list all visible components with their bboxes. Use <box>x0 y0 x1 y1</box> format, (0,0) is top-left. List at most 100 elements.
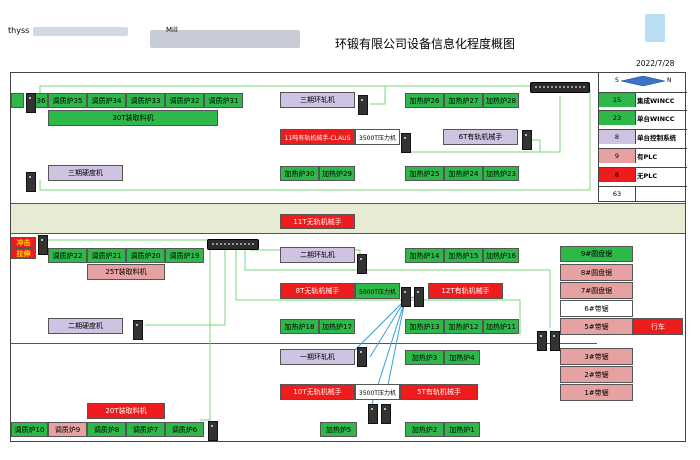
temper-32: 调质炉32 <box>165 93 204 108</box>
heat-28: 加热炉28 <box>483 93 519 108</box>
switch-press-upper <box>401 133 411 153</box>
legend-label: 单台控制系统 <box>637 134 676 142</box>
legend-swatch: 9 <box>599 149 636 163</box>
legend-swatch: 15 <box>599 93 636 107</box>
temper-35: 调质炉35 <box>48 93 87 108</box>
legend-swatch: 8 <box>599 130 636 144</box>
legend-row: 15 集成WINCC <box>599 92 687 107</box>
temper-21: 调质炉21 <box>87 248 126 263</box>
date-label: 2022/7/28 <box>636 59 675 68</box>
divider-1 <box>11 203 685 204</box>
header-suffix: Mill <box>166 26 178 34</box>
temper-10: 调质炉10 <box>11 422 48 437</box>
legend-swatch: 8 <box>599 168 636 182</box>
heat-24: 加热炉24 <box>444 166 483 181</box>
switch-lower-left <box>208 421 218 441</box>
temper-34: 调质炉34 <box>87 93 126 108</box>
side-label-impact: 冲击 <box>11 237 36 248</box>
blurred-corner-logo <box>645 14 665 42</box>
robot-10t: 10T无轨机械手 <box>280 384 355 400</box>
temper-22: 调质炉22 <box>48 248 87 263</box>
loader-30t: 30T装取料机 <box>48 110 218 126</box>
band-saw-1: 1#带锯 <box>560 384 633 401</box>
heat-29: 加热炉29 <box>319 166 355 181</box>
press-3500-lower: 3500T压力机 <box>355 384 400 400</box>
loader-25t: 25T装取料机 <box>87 264 165 280</box>
heat-4: 加热炉4 <box>444 350 480 365</box>
temper-8: 调质炉8 <box>87 422 126 437</box>
heat-16: 加热炉16 <box>483 248 519 263</box>
legend-row: 8 无PLC <box>599 167 687 182</box>
switch-press-lower-a <box>368 404 378 424</box>
switch-upper-left <box>26 93 36 113</box>
edge-box-upper <box>11 93 24 108</box>
switch-hardness3 <box>26 172 36 192</box>
side-label-tensile: 拉伸 <box>11 248 36 259</box>
robot-11t-claus: 11吨有轨机械手-CLAUS <box>280 129 355 145</box>
temper-9: 调质炉9 <box>48 422 87 437</box>
temper-6: 调质炉6 <box>165 422 204 437</box>
legend-row: 23 单台WINCC <box>599 110 687 125</box>
switch-robot-6t <box>522 130 532 150</box>
switch-hardness2 <box>133 320 143 340</box>
core-switch-middle <box>207 239 259 250</box>
band-saw-3: 3#带锯 <box>560 348 633 365</box>
temper-36: 36 <box>34 93 48 108</box>
switch-press-lower-b <box>381 404 391 424</box>
ring-mill-1: 一期环轧机 <box>280 349 355 365</box>
legend-direction: S N <box>599 73 687 89</box>
switch-ring1 <box>357 347 367 367</box>
heat-2: 加热炉2 <box>405 422 444 437</box>
switch-press-5000-b <box>414 287 424 307</box>
heat-18: 加热炉18 <box>280 319 319 334</box>
temper-20: 调质炉20 <box>126 248 165 263</box>
core-switch-top <box>530 82 590 93</box>
heat-30: 加热炉30 <box>280 166 319 181</box>
switch-saws-a <box>537 331 547 351</box>
disk-saw-9: 9#圆盘锯 <box>560 246 633 262</box>
heat-13: 加热炉13 <box>405 319 444 334</box>
temper-19: 调质炉19 <box>165 248 204 263</box>
robot-6t: 6T有轨机械手 <box>443 129 518 145</box>
heat-23: 加热炉23 <box>483 166 519 181</box>
band-saw-6: 6#带锯 <box>560 300 633 317</box>
heat-11: 加热炉11 <box>483 319 519 334</box>
heat-12: 加热炉12 <box>444 319 483 334</box>
overhead-crane: 行车 <box>633 318 683 335</box>
robot-12t: 12T有轨机械手 <box>428 283 503 299</box>
ring-mill-2: 二期环轧机 <box>280 247 355 263</box>
switch-middle-left <box>38 235 48 255</box>
heat-1: 加热炉1 <box>444 422 480 437</box>
heat-25: 加热炉25 <box>405 166 444 181</box>
switch-ring2 <box>357 254 367 274</box>
band-saw-5: 5#带锯 <box>560 318 633 335</box>
press-5000: 5000T压力机 <box>355 283 400 299</box>
legend-panel: S N 15 集成WINCC 23 单台WINCC 8 单台控制系统 9 有PL… <box>598 72 687 202</box>
company-prefix: thyss <box>8 26 30 35</box>
direction-arrow-icon <box>621 76 665 86</box>
disk-saw-7: 7#圆盘锯 <box>560 282 633 299</box>
legend-row: 8 单台控制系统 <box>599 129 687 144</box>
legend-label: 集成WINCC <box>637 97 675 105</box>
robot-5t: 5T有轨机械手 <box>400 384 478 400</box>
heat-14: 加热炉14 <box>405 248 444 263</box>
heat-27: 加热炉27 <box>444 93 483 108</box>
legend-total: 63 <box>599 187 636 201</box>
robot-11t-trackless: 11T无轨机械手 <box>280 214 355 229</box>
hardness-2: 二期硬度机 <box>48 318 123 334</box>
disk-saw-8: 8#圆盘锯 <box>560 264 633 281</box>
heat-5: 加热炉5 <box>320 422 357 437</box>
hardness-3: 三期硬度机 <box>48 165 123 181</box>
legend-swatch: 23 <box>599 111 636 125</box>
divider-3 <box>11 343 597 344</box>
heat-17: 加热炉17 <box>319 319 355 334</box>
legend-row: 9 有PLC <box>599 148 687 163</box>
switch-press-5000-a <box>401 287 411 307</box>
heat-3: 加热炉3 <box>405 350 444 365</box>
divider-2 <box>11 233 685 234</box>
robot-8t: 8T无轨机械手 <box>280 283 355 299</box>
diagram-frame <box>10 72 686 442</box>
switch-saws-b <box>550 331 560 351</box>
switch-ring3 <box>358 95 368 115</box>
legend-row: 63 <box>599 186 687 201</box>
